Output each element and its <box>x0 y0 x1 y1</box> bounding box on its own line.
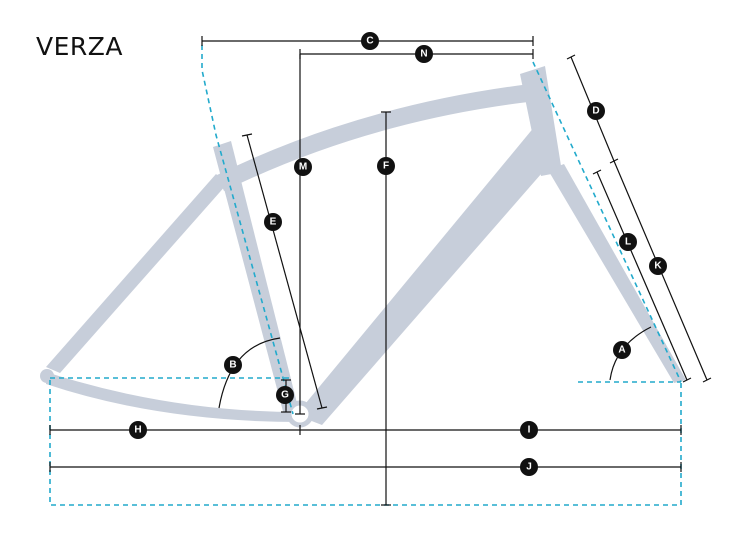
top-tube <box>217 84 530 191</box>
svg-text:E: E <box>270 217 277 228</box>
dim-l-line <box>596 171 688 381</box>
dim-b-arc <box>218 337 281 409</box>
dim-l-tick-top <box>592 169 602 175</box>
badge-c: C <box>361 32 379 50</box>
badge-j: J <box>520 458 538 476</box>
svg-text:I: I <box>528 425 531 436</box>
chain-stay <box>46 372 300 422</box>
badge-h: H <box>129 421 147 439</box>
svg-text:G: G <box>281 390 289 401</box>
svg-text:N: N <box>420 49 427 60</box>
badge-f: F <box>377 157 395 175</box>
svg-text:D: D <box>592 106 599 117</box>
rear-dropout <box>40 369 54 383</box>
bike-frame <box>40 66 686 428</box>
badge-k: K <box>649 257 667 275</box>
badge-i: I <box>520 421 538 439</box>
dim-l-tick-bottom <box>682 377 692 383</box>
measurement-badges: C N D M F E L K A B G H I J <box>129 32 667 476</box>
dim-e-line <box>246 134 323 409</box>
seat-tube <box>213 141 300 419</box>
badge-e: E <box>264 213 282 231</box>
badge-l: L <box>619 233 637 251</box>
svg-text:K: K <box>654 261 662 272</box>
down-tube <box>296 120 555 425</box>
seat-axis-line <box>201 45 294 415</box>
svg-text:B: B <box>229 360 236 371</box>
svg-text:A: A <box>618 345 625 356</box>
badge-n: N <box>415 45 433 63</box>
svg-text:J: J <box>526 462 532 473</box>
svg-text:L: L <box>625 237 631 248</box>
head-tube <box>520 66 562 176</box>
badge-a: A <box>613 341 631 359</box>
fork <box>548 164 686 383</box>
reference-lines <box>49 45 682 506</box>
svg-text:C: C <box>366 36 373 47</box>
dim-k-tick-bottom <box>702 377 712 383</box>
head-axis-line <box>532 61 682 383</box>
seat-stay <box>46 174 227 373</box>
badge-b: B <box>224 356 242 374</box>
badge-g: G <box>276 386 294 404</box>
svg-text:F: F <box>383 161 389 172</box>
svg-text:H: H <box>134 425 141 436</box>
svg-text:M: M <box>299 162 307 173</box>
badge-d: D <box>587 102 605 120</box>
dim-e-tick-top <box>241 133 253 137</box>
dim-d-tick-top <box>566 54 576 60</box>
dim-e-tick-bottom <box>316 406 328 410</box>
model-title: VERZA <box>36 32 123 61</box>
badge-m: M <box>294 158 312 176</box>
